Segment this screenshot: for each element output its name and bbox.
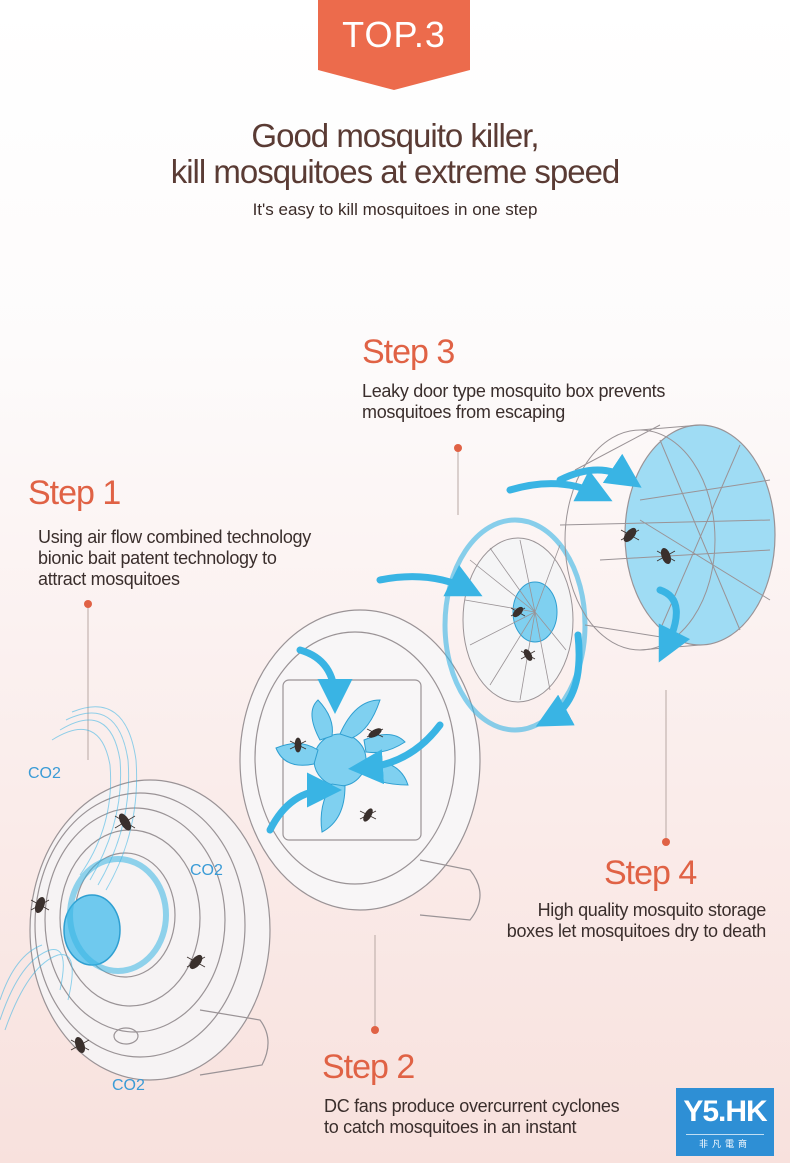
step-3-line: mosquitoes from escaping	[362, 402, 565, 422]
co2-label: CO2	[112, 1077, 145, 1094]
mosquito-icons	[30, 527, 676, 1054]
step-1-title: Step 1	[28, 474, 121, 512]
co2-labels: CO2 CO2 CO2	[28, 765, 223, 1094]
logo-subtext: 非凡電商	[686, 1134, 764, 1150]
bait-base-unit	[29, 779, 271, 1081]
airflow-arrows	[266, 453, 691, 834]
brand-logo: Y5.HK 非凡電商	[676, 1088, 774, 1156]
bait-core	[63, 856, 169, 974]
step-4-line: boxes let mosquitoes dry to death	[506, 921, 767, 941]
step-1-description: Using air flow combined technology bioni…	[38, 527, 311, 590]
logo-wordmark: Y5.HK	[683, 1095, 767, 1128]
storage-box	[559, 424, 776, 651]
cyclone-cover	[442, 517, 588, 733]
step-4-title: Step 4	[604, 854, 697, 892]
step-2-description: DC fans produce overcurrent cyclones to …	[324, 1096, 620, 1138]
step-2-line: DC fans produce overcurrent cyclones	[324, 1096, 620, 1116]
step-2-line: to catch mosquitoes in an instant	[324, 1117, 577, 1137]
headline-line-1: Good mosquito killer,	[251, 117, 539, 154]
step-3-line: Leaky door type mosquito box prevents	[362, 381, 666, 401]
step-2-title: Step 2	[322, 1048, 415, 1086]
leader-dots	[84, 444, 670, 1034]
co2-label: CO2	[190, 862, 223, 879]
airflow-swirl	[0, 706, 138, 1031]
co2-label: CO2	[28, 765, 61, 782]
headline: Good mosquito killer, kill mosquitoes at…	[0, 118, 790, 190]
subtitle: It's easy to kill mosquitoes in one step	[252, 200, 538, 219]
step-1-line: bionic bait patent technology to	[38, 548, 277, 568]
headline-line-2: kill mosquitoes at extreme speed	[170, 153, 621, 190]
badge-tip	[318, 70, 470, 90]
step-3-description: Leaky door type mosquito box prevents mo…	[362, 381, 665, 423]
step-3-title: Step 3	[362, 333, 455, 371]
leader-lines	[87, 450, 667, 1028]
top-rank-badge: TOP.3	[318, 0, 470, 70]
step-1-line: attract mosquitoes	[38, 569, 180, 589]
badge-label: TOP.3	[342, 14, 446, 55]
step-4-description: High quality mosquito storage boxes let …	[506, 900, 767, 942]
step-1-line: Using air flow combined technology	[38, 527, 311, 547]
step-4-line: High quality mosquito storage	[537, 900, 767, 920]
